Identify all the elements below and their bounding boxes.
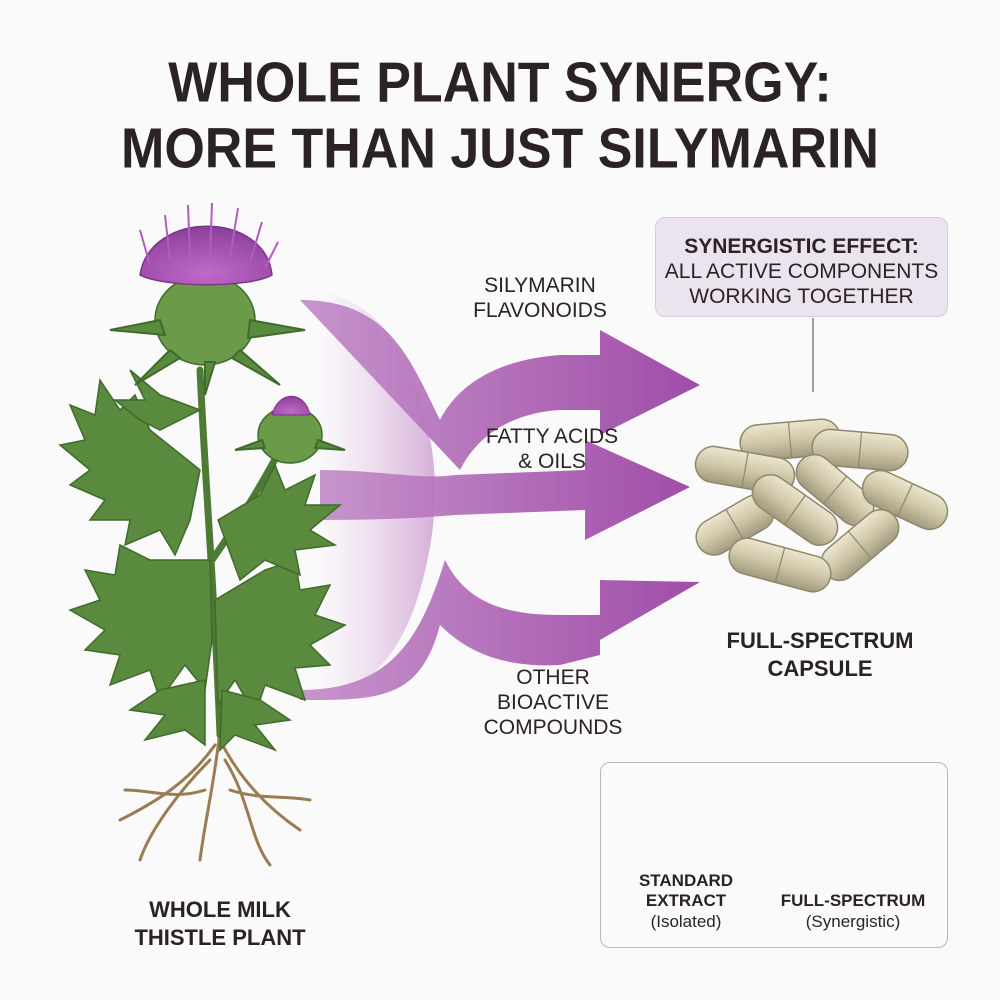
standard-extract-note: (Isolated): [650, 912, 722, 931]
capsule-label-line: CAPSULE: [767, 656, 873, 681]
flow-label-other-compounds: OTHER BIOACTIVE COMPOUNDS: [468, 665, 638, 740]
arrow-icon: [300, 300, 700, 700]
flow-label-fatty-acids: FATTY ACIDS & OILS: [472, 424, 632, 474]
synergy-callout: SYNERGISTIC EFFECT: ALL ACTIVE COMPONENT…: [655, 217, 948, 317]
standard-extract-title: EXTRACT: [645, 891, 727, 910]
standard-extract-title: STANDARD: [638, 871, 734, 890]
flow-label-line: & OILS: [518, 450, 586, 473]
capsule-label-line: FULL-SPECTRUM: [726, 628, 914, 653]
full-spectrum-note: (Synergistic): [805, 912, 901, 931]
page-title-line2: MORE THAN JUST SILYMARIN: [121, 117, 879, 181]
flow-label-line: SILYMARIN: [484, 274, 596, 297]
capsule-icon: [694, 418, 949, 593]
flow-label-line: FLAVONOIDS: [473, 299, 607, 322]
thistle-plant-illustration: [58, 202, 347, 867]
full-spectrum-title: FULL-SPECTRUM: [780, 891, 926, 910]
flow-label-line: COMPOUNDS: [483, 716, 623, 739]
plant-label: WHOLE MILK THISTLE PLANT: [110, 896, 330, 952]
full-spectrum-label: FULL-SPECTRUM (Synergistic): [773, 891, 933, 932]
callout-title: SYNERGISTIC EFFECT:: [684, 235, 919, 258]
plant-label-line: THISTLE PLANT: [134, 925, 306, 950]
plant-label-line: WHOLE MILK: [149, 897, 291, 922]
flow-label-silymarin: SILYMARIN FLAVONOIDS: [460, 273, 620, 323]
flow-label-line: OTHER: [516, 666, 590, 689]
comparison-box: STANDARD EXTRACT (Isolated) FULL-SPECTRU…: [600, 762, 948, 948]
flow-label-line: FATTY ACIDS: [485, 425, 619, 448]
callout-text: ALL ACTIVE COMPONENTS: [664, 260, 939, 283]
standard-extract-label: STANDARD EXTRACT (Isolated): [606, 871, 766, 932]
capsule-label: FULL-SPECTRUM CAPSULE: [700, 627, 940, 683]
flow-label-line: BIOACTIVE: [496, 691, 610, 714]
page-title-line1: WHOLE PLANT SYNERGY:: [168, 51, 832, 115]
callout-text: WORKING TOGETHER: [689, 285, 914, 308]
